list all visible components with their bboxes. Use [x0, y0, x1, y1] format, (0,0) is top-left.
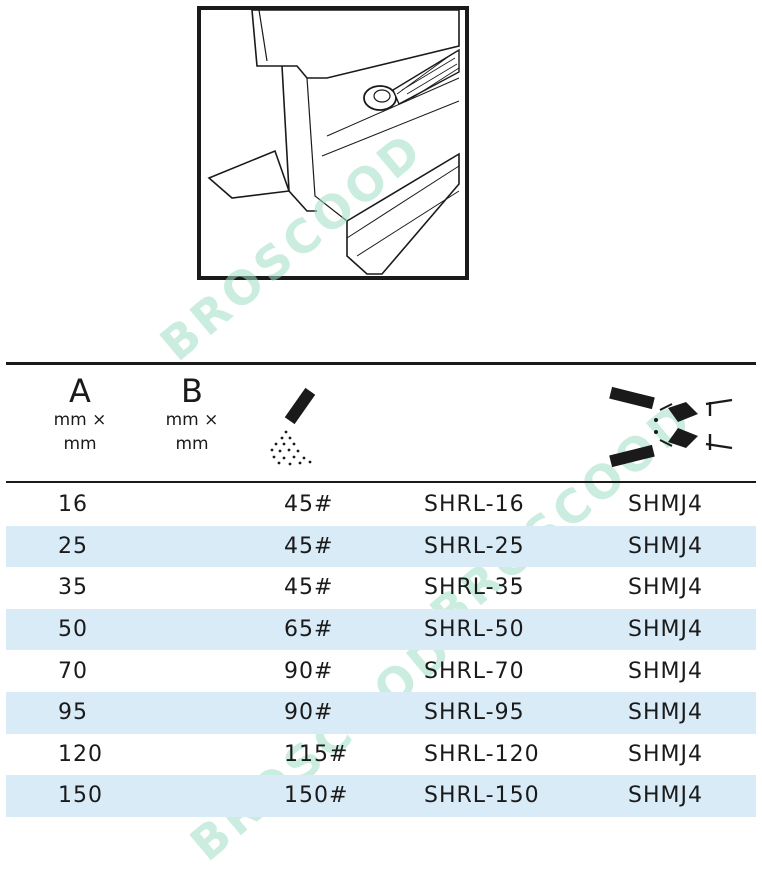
cell-size: 150 [58, 783, 103, 809]
rail-cable-illustration [197, 6, 469, 280]
cell-mould: SHRL-16 [424, 492, 525, 518]
table-row: 95 90# SHRL-95 SHMJ4 [6, 691, 756, 734]
cell-clamp: SHMJ4 [628, 658, 703, 684]
header-col-a-letter: A [69, 372, 91, 410]
table-row: 35 45# SHRL-35 SHMJ4 [6, 567, 756, 609]
cell-clamp: SHMJ4 [628, 575, 703, 601]
cell-powder: 90# [284, 700, 334, 726]
header-col-a: A mm × mm [46, 374, 114, 456]
cell-mould: SHRL-95 [424, 700, 525, 726]
cell-clamp: SHMJ4 [628, 741, 703, 767]
cell-powder: 90# [284, 658, 334, 684]
header-col-a-unit: mm × [53, 410, 107, 430]
cell-clamp: SHMJ4 [628, 700, 703, 726]
cell-mould: SHRL-50 [424, 617, 525, 643]
table-row: 25 45# SHRL-25 SHMJ4 [6, 525, 756, 568]
cell-powder: 45# [284, 575, 334, 601]
cell-powder: 150# [284, 783, 349, 809]
cell-size: 16 [58, 492, 88, 518]
cell-powder: 115# [284, 741, 349, 767]
header-col-b-unit2: mm [175, 434, 209, 454]
table-header-rule [6, 481, 756, 483]
cell-size: 25 [58, 533, 88, 559]
cell-size: 70 [58, 658, 88, 684]
cell-clamp: SHMJ4 [628, 783, 703, 809]
cell-size: 95 [58, 700, 88, 726]
table-top-rule [6, 362, 756, 365]
cell-clamp: SHMJ4 [628, 617, 703, 643]
cell-powder: 45# [284, 533, 334, 559]
header-col-b-unit: mm × [165, 410, 219, 430]
table-row: 50 65# SHRL-50 SHMJ4 [6, 608, 756, 651]
table-row: 150 150# SHRL-150 SHMJ4 [6, 775, 756, 817]
welding-powder-icon [270, 387, 316, 466]
cell-size: 120 [58, 741, 103, 767]
cell-mould: SHRL-35 [424, 575, 525, 601]
header-col-b-letter: B [181, 372, 203, 410]
header-col-a-unit2: mm [63, 434, 97, 454]
header-col-b: B mm × mm [158, 374, 226, 456]
cell-mould: SHRL-150 [424, 783, 540, 809]
cell-mould: SHRL-120 [424, 741, 540, 767]
cell-clamp: SHMJ4 [628, 533, 703, 559]
table-body: 16 45# SHRL-16 SHMJ4 25 45# SHRL-25 SHMJ… [6, 484, 756, 817]
cell-size: 35 [58, 575, 88, 601]
table-row: 16 45# SHRL-16 SHMJ4 [6, 484, 756, 526]
cell-mould: SHRL-70 [424, 658, 525, 684]
cell-clamp: SHMJ4 [628, 492, 703, 518]
cell-mould: SHRL-25 [424, 533, 525, 559]
cell-size: 50 [58, 617, 88, 643]
cell-powder: 45# [284, 492, 334, 518]
table-row: 120 115# SHRL-120 SHMJ4 [6, 734, 756, 776]
cell-powder: 65# [284, 617, 334, 643]
crucible-clamp-icon [609, 386, 733, 468]
table-header: A mm × mm B mm × mm [6, 366, 756, 482]
table-row: 70 90# SHRL-70 SHMJ4 [6, 650, 756, 692]
